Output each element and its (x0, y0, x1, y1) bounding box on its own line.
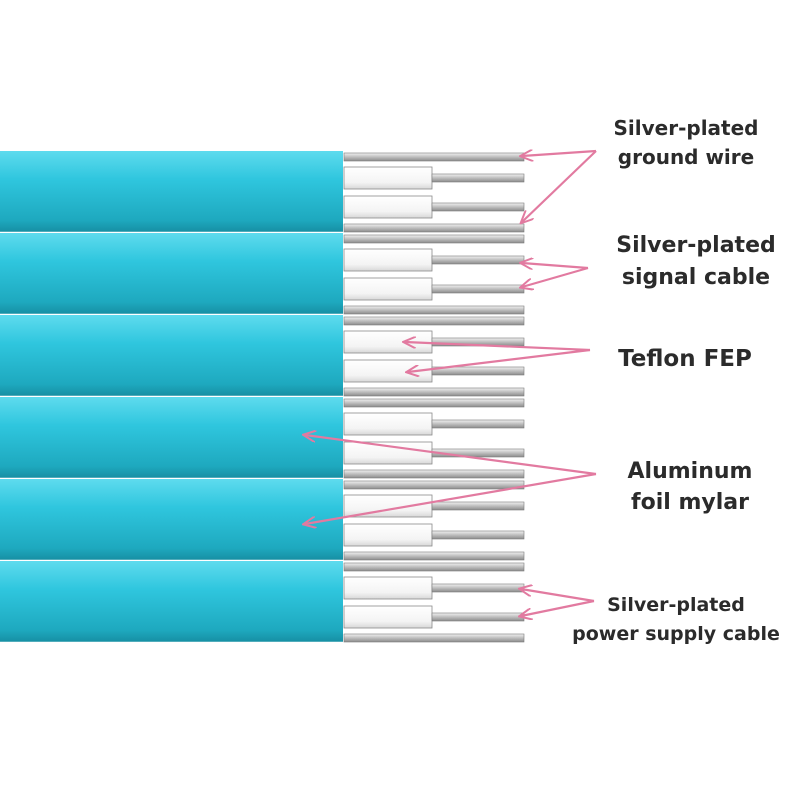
label-aluminum-foil: Aluminum foil mylar (600, 456, 780, 518)
conductor (343, 551, 525, 561)
label-teflon-fep: Teflon FEP (600, 343, 770, 375)
conductor (431, 612, 525, 622)
conductor (431, 255, 525, 265)
label-teflon-fep-line1: Teflon FEP (618, 346, 752, 372)
label-ground-wire-line1: Silver-plated (613, 116, 759, 140)
label-signal-cable: Silver-plated signal cable (596, 230, 796, 294)
conductor (343, 480, 525, 490)
fep-insulation (343, 494, 433, 518)
label-power-supply-cable-line1: Silver-plated (607, 594, 745, 616)
jacket-band (0, 233, 343, 314)
conductor (343, 316, 525, 326)
jacket-band (0, 315, 343, 396)
cable-wires (343, 152, 525, 643)
arrow-icon (522, 266, 589, 287)
jacket-band (0, 151, 343, 232)
label-ground-wire: Silver-plated ground wire (596, 114, 776, 172)
jacket-band (0, 479, 343, 560)
label-power-supply-cable: Silver-plated power supply cable (556, 591, 796, 649)
conductor (343, 633, 525, 643)
fep-insulation (343, 605, 433, 629)
conductor (343, 223, 525, 233)
conductor (343, 305, 525, 315)
conductor (343, 562, 525, 572)
label-aluminum-foil-line1: Aluminum (627, 459, 753, 484)
label-signal-cable-line1: Silver-plated (616, 233, 776, 258)
arrow-icon (522, 263, 589, 268)
fep-insulation (343, 195, 433, 219)
fep-insulation (343, 166, 433, 190)
conductor (431, 202, 525, 212)
label-signal-cable-line2: signal cable (621, 265, 771, 290)
arrow-icon (305, 472, 597, 524)
fep-insulation (343, 523, 433, 547)
fep-insulation (343, 576, 433, 600)
conductor (343, 469, 525, 479)
arrow-icon (522, 150, 597, 222)
conductor (431, 583, 525, 593)
arrow-icon (521, 589, 595, 603)
cable-jackets (0, 151, 343, 644)
arrow-icon (305, 435, 597, 476)
conductor (431, 366, 525, 376)
fep-insulation (343, 248, 433, 272)
conductor (431, 284, 525, 294)
fep-insulation (343, 277, 433, 301)
conductor (431, 530, 525, 540)
conductor (343, 387, 525, 397)
arrow-icon (521, 599, 595, 616)
conductor (431, 501, 525, 511)
jacket-band (0, 561, 343, 642)
arrow-icon (405, 342, 591, 352)
label-ground-wire-line2: ground wire (617, 145, 755, 169)
conductor (431, 419, 525, 429)
arrow-icon (408, 348, 591, 372)
label-power-supply-cable-line2: power supply cable (572, 623, 780, 645)
conductor (343, 234, 525, 244)
conductor (343, 398, 525, 408)
callout-arrows (305, 150, 597, 616)
label-aluminum-foil-line2: foil mylar (631, 490, 749, 515)
jacket-band (0, 397, 343, 478)
conductor (343, 152, 525, 162)
arrow-icon (522, 151, 597, 156)
fep-insulation (343, 412, 433, 436)
conductor (431, 173, 525, 183)
